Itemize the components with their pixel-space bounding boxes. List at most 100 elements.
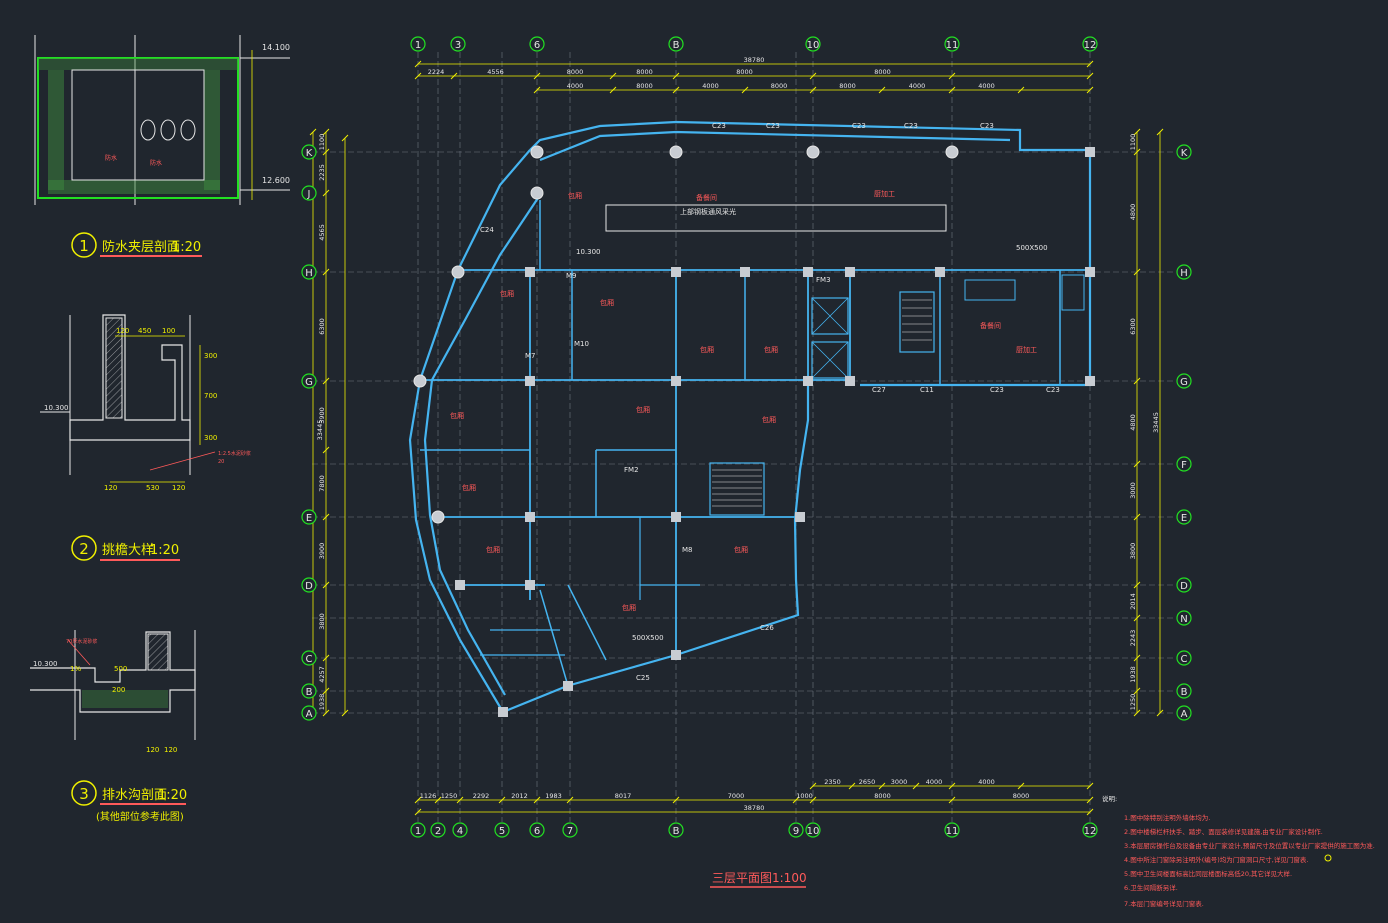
svg-text:11: 11 <box>946 826 959 837</box>
dim-label: 1250 <box>1129 694 1137 711</box>
dim-label: 2350 <box>824 778 841 786</box>
svg-text:E: E <box>306 513 312 524</box>
svg-text:20: 20 <box>218 459 224 465</box>
detail-1-number: 1 <box>79 237 89 255</box>
svg-text:1: 1 <box>415 40 421 51</box>
svg-text:FM3: FM3 <box>816 276 831 284</box>
dim-label: 3900 <box>318 407 326 424</box>
detail-3-drawing: 10.300 1% 500 200 120 120 70厚水泥砂浆 <box>30 630 196 754</box>
svg-text:120: 120 <box>164 746 177 754</box>
svg-text:E: E <box>1181 513 1187 524</box>
dim-label: 8017 <box>615 792 632 800</box>
axis-bubble-left: B <box>301 683 317 699</box>
room-label: 包厢 <box>486 545 500 554</box>
structural-column <box>669 145 683 159</box>
detail-1-level-top: 14.100 <box>262 43 290 52</box>
structural-column <box>671 512 681 522</box>
svg-text:12: 12 <box>1084 40 1097 51</box>
room-label: 包厢 <box>636 405 650 414</box>
svg-text:120: 120 <box>104 484 117 492</box>
svg-text:500X500: 500X500 <box>632 634 664 642</box>
svg-text:12: 12 <box>1084 826 1097 837</box>
dim-label: 1938 <box>318 694 326 711</box>
svg-text:C23: C23 <box>990 386 1004 394</box>
plan-walls <box>408 120 1092 714</box>
svg-text:C23: C23 <box>766 122 780 130</box>
structural-column <box>525 580 535 590</box>
dim-label: 4800 <box>1129 414 1137 431</box>
dim-label: 2292 <box>473 792 490 800</box>
axis-bubble-right: B <box>1176 683 1192 699</box>
detail-2-caption: 2 挑檐大样 1:20 <box>71 535 180 561</box>
dim-label: 8000 <box>874 792 891 800</box>
axis-bubble-bottom: 9 <box>788 822 804 838</box>
axis-bubble-right: A <box>1176 705 1192 721</box>
svg-text:B: B <box>673 826 680 837</box>
dim-label: 4000 <box>978 778 995 786</box>
structural-column <box>525 376 535 386</box>
dim-label: 2012 <box>511 792 528 800</box>
dim-label: 4000 <box>567 82 584 90</box>
svg-text:450: 450 <box>138 327 151 335</box>
structural-column <box>413 374 427 388</box>
svg-text:1%: 1% <box>70 665 81 673</box>
dim-label: 38780 <box>744 804 765 812</box>
svg-text:J: J <box>307 189 311 200</box>
dim-label: 6300 <box>1129 318 1137 335</box>
dim-label: 4257 <box>318 666 326 683</box>
dim-label: 1938 <box>1129 666 1137 683</box>
dim-label: 4000 <box>926 778 943 786</box>
detail-1-level-bottom: 12.600 <box>262 176 290 185</box>
plan-room-labels: 包厢 包厢 包厢 包厢 包厢 包厢 包厢 包厢 包厢 包厢 包厢 包厢 厨加工 … <box>450 189 1037 612</box>
room-label: 备餐间 <box>980 321 1001 330</box>
axis-bubble-top: 3 <box>450 36 466 52</box>
svg-text:3: 3 <box>455 40 461 51</box>
dim-label: 38780 <box>744 56 765 64</box>
svg-text:1:2.5水泥砂浆: 1:2.5水泥砂浆 <box>218 450 251 457</box>
detail-3-title: 排水沟剖面 <box>102 788 167 803</box>
dim-label: 1126 <box>420 792 437 800</box>
skylight-note: 上部钢板通风采光 <box>680 207 736 216</box>
dim-label: 2014 <box>1129 593 1137 610</box>
svg-text:C23: C23 <box>712 122 726 130</box>
note-item: 2.图中楼梯栏杆扶手、踏步、面层装修详见建施,由专业厂家设计制作. <box>1124 827 1323 836</box>
dim-total-left-label: 33445 <box>316 420 324 441</box>
axis-bubble-bottom: B <box>668 822 684 838</box>
dim-label: 6300 <box>318 318 326 335</box>
axis-bubble-left: J <box>301 185 317 201</box>
axis-bubble-right: H <box>1176 264 1192 280</box>
plan-opening-tags: C23 C23 C23 C23 C23 C24 C25 C26 C27 C11 … <box>480 122 1060 682</box>
svg-text:B: B <box>1181 687 1188 698</box>
axis-bubble-bottom: 7 <box>562 822 578 838</box>
dim-label: 33445 <box>1152 412 1160 433</box>
svg-text:5: 5 <box>499 826 505 837</box>
room-label: 厨加工 <box>874 189 895 198</box>
svg-text:700: 700 <box>204 392 217 400</box>
room-label: 包厢 <box>700 345 714 354</box>
svg-text:F: F <box>1181 460 1187 471</box>
note-item: 5.图中卫生间楼面标高比同层楼面标高低20,其它详见大样. <box>1124 869 1292 878</box>
svg-text:A: A <box>306 709 313 720</box>
axis-bubble-bottom: 1 <box>410 822 426 838</box>
dim-label: 3900 <box>318 543 326 560</box>
svg-text:K: K <box>306 148 313 159</box>
svg-text:7: 7 <box>567 826 573 837</box>
structural-column <box>525 512 535 522</box>
dim-label: 7000 <box>728 792 745 800</box>
axis-bubble-left: G <box>301 373 317 389</box>
axis-bubble-right: F <box>1176 456 1192 472</box>
dim-label: 8000 <box>736 68 753 76</box>
dim-label: 1100 <box>1129 134 1137 151</box>
axis-bubble-right: D <box>1176 577 1192 593</box>
structural-column <box>845 376 855 386</box>
svg-text:120: 120 <box>146 746 159 754</box>
dim-label: 3000 <box>891 778 908 786</box>
dim-label: 4000 <box>978 82 995 90</box>
svg-text:6: 6 <box>534 40 540 51</box>
svg-text:D: D <box>305 581 313 592</box>
structural-column <box>806 145 820 159</box>
axis-bubble-bottom: 4 <box>452 822 468 838</box>
room-label: 厨加工 <box>1016 345 1037 354</box>
detail-3-scale: 1:20 <box>158 788 187 803</box>
